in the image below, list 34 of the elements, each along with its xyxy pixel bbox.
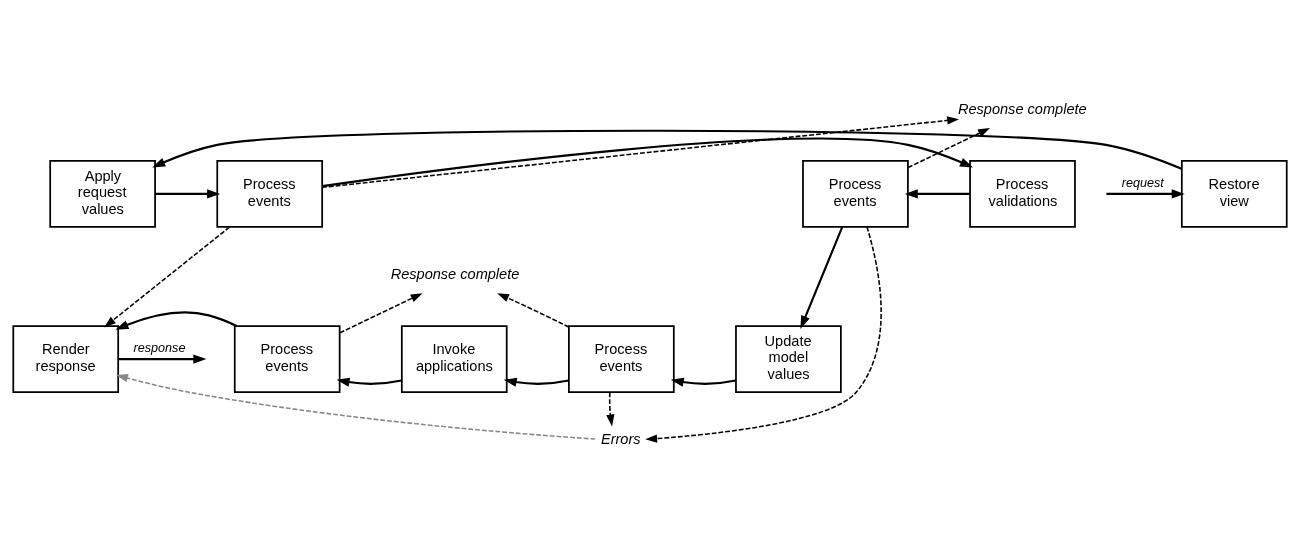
node-box: Process validations bbox=[969, 160, 1076, 228]
arrow bbox=[155, 189, 221, 199]
arrow bbox=[321, 116, 960, 189]
node-box: Render response bbox=[12, 325, 120, 393]
arrow bbox=[497, 293, 570, 328]
node-text: Errors bbox=[600, 431, 641, 448]
arrow bbox=[645, 226, 882, 443]
node-box: Update model values bbox=[735, 325, 842, 393]
arrow bbox=[118, 354, 207, 364]
arrow bbox=[670, 377, 736, 387]
edge-label: request bbox=[1121, 175, 1164, 190]
node-text: Response complete bbox=[390, 265, 520, 282]
arrow bbox=[907, 128, 990, 169]
arrow bbox=[322, 137, 973, 188]
edge-label: response bbox=[133, 340, 186, 355]
node-text: Response complete bbox=[957, 100, 1087, 117]
arrow bbox=[152, 129, 1182, 170]
node-box: Invoke applications bbox=[400, 325, 508, 393]
node-box: Process events bbox=[802, 160, 909, 228]
arrow bbox=[115, 311, 237, 330]
node-box: Process events bbox=[568, 325, 675, 393]
node-box: Restore view bbox=[1180, 160, 1288, 228]
arrow bbox=[116, 374, 596, 440]
arrow bbox=[606, 391, 615, 427]
arrow bbox=[503, 377, 569, 387]
arrow bbox=[904, 189, 970, 199]
arrow bbox=[104, 226, 231, 328]
node-box: Apply request values bbox=[49, 160, 156, 228]
node-box: Process events bbox=[233, 325, 341, 393]
arrow bbox=[800, 226, 844, 329]
node-box: Process events bbox=[216, 160, 324, 228]
arrow bbox=[1106, 189, 1185, 199]
arrow bbox=[336, 377, 402, 387]
arrow bbox=[339, 293, 423, 334]
